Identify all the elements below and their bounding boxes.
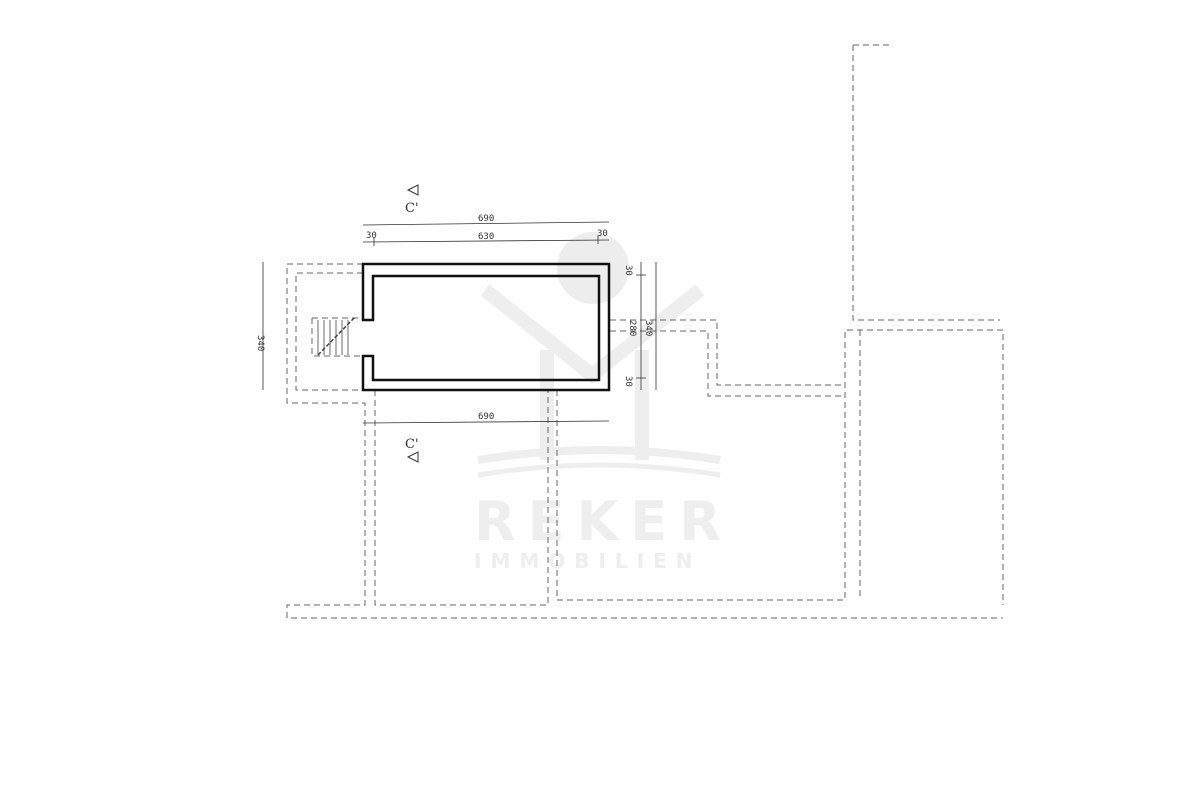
section-arrow-icon bbox=[406, 451, 419, 463]
watermark-subtitle: IMMOBILIEN bbox=[474, 549, 702, 573]
dim-top-inner: 630 bbox=[478, 232, 494, 242]
dim-top-left-wall: 30 bbox=[366, 231, 377, 241]
dim-right-overall: 340 bbox=[643, 320, 653, 336]
dim-right-inner: 280 bbox=[627, 320, 637, 336]
watermark-logo: REKER IMMOBILIEN bbox=[474, 232, 733, 573]
dim-top-overall: 690 bbox=[478, 214, 494, 224]
existing-building-outline bbox=[286, 44, 1004, 619]
dimension-lines bbox=[262, 221, 657, 424]
watermark-title: REKER bbox=[474, 490, 733, 553]
section-marker-bottom: C' bbox=[405, 437, 419, 452]
dim-bottom-overall: 690 bbox=[478, 412, 494, 422]
stairs bbox=[317, 316, 356, 356]
dim-right-bottom-wall: 30 bbox=[623, 376, 633, 387]
dim-left-overall: 340 bbox=[255, 335, 265, 351]
section-marker-top: C' bbox=[405, 201, 419, 216]
pool-walls bbox=[361, 262, 611, 392]
dim-right-top-wall: 30 bbox=[623, 265, 633, 276]
dim-top-right-wall: 30 bbox=[597, 229, 608, 239]
section-arrow-icon bbox=[406, 184, 419, 196]
